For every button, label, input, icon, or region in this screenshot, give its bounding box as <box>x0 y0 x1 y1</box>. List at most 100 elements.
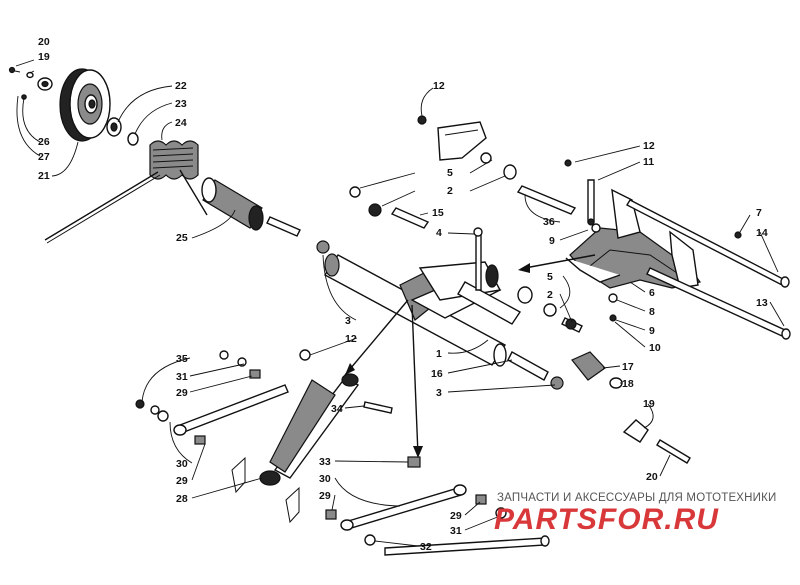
label-26: 26 <box>38 136 50 148</box>
label-12-right: 12 <box>643 140 655 152</box>
label-2-lower: 2 <box>547 289 553 301</box>
label-11: 11 <box>643 156 654 168</box>
watermark-logo: PARTSFOR.RU <box>494 503 719 536</box>
bushing-33 <box>407 456 421 468</box>
bushing-5-c <box>543 303 557 317</box>
label-12-top: 12 <box>433 80 445 92</box>
watermark-caption: ЗАПЧАСТИ И АКСЕССУАРЫ ДЛЯ МОТОТЕХНИКИ <box>497 492 777 504</box>
clip-right <box>285 486 300 524</box>
bushing-3-lower <box>550 376 564 390</box>
pin-15 <box>390 207 430 229</box>
label-31-right: 31 <box>450 525 462 537</box>
label-36: 36 <box>543 216 555 228</box>
label-3-lower: 3 <box>436 387 442 399</box>
label-30-mid: 30 <box>319 473 331 485</box>
washer-8 <box>608 293 618 303</box>
lower-link-right <box>344 487 462 530</box>
nut-9 <box>609 314 617 322</box>
part-number-labels: 20 19 26 27 21 22 23 24 25 12 5 2 15 4 3… <box>38 36 768 553</box>
bushing-2-b <box>503 164 517 180</box>
bushing-2-a <box>368 203 382 217</box>
pin-small <box>266 216 301 237</box>
bushing-29-d <box>475 494 487 505</box>
label-20-top: 20 <box>38 36 50 48</box>
tube-16 <box>507 351 549 381</box>
label-15: 15 <box>432 207 444 219</box>
leader-lines <box>15 59 785 547</box>
idler-wheel-21 <box>59 68 111 142</box>
label-23: 23 <box>175 98 187 110</box>
label-18: 18 <box>622 378 634 390</box>
label-29-right: 29 <box>450 510 462 522</box>
label-31-left: 31 <box>176 371 188 383</box>
label-8: 8 <box>649 306 655 318</box>
nut-12-right <box>564 159 572 167</box>
bushing-29-a <box>249 369 261 379</box>
shock-absorber-28 <box>259 373 360 486</box>
label-12-mid: 12 <box>345 333 357 345</box>
bushing-5-a <box>349 186 361 198</box>
label-33: 33 <box>319 456 331 468</box>
bushing-29-b <box>194 435 206 445</box>
mount-bracket-12 <box>417 115 487 161</box>
idler-wheel-assembly <box>8 66 330 254</box>
label-1: 1 <box>436 348 442 360</box>
label-29-left: 29 <box>176 387 188 399</box>
nut-7 <box>734 231 742 239</box>
label-24: 24 <box>175 117 187 129</box>
label-17: 17 <box>622 361 634 373</box>
label-35: 35 <box>176 353 188 365</box>
label-2-upper: 2 <box>447 185 453 197</box>
bolt-34 <box>363 401 393 414</box>
label-29-left-b: 29 <box>176 475 188 487</box>
bushing-5-b <box>480 152 492 164</box>
label-20-right: 20 <box>646 471 658 483</box>
label-9-upper: 9 <box>549 235 555 247</box>
nut-19-top <box>26 71 34 79</box>
label-5-upper: 5 <box>447 167 453 179</box>
pin-36 <box>516 185 577 215</box>
label-13: 13 <box>756 297 768 309</box>
label-22: 22 <box>175 80 187 92</box>
clip-left <box>231 456 246 494</box>
label-14: 14 <box>756 227 768 239</box>
spacer-23 <box>127 132 139 146</box>
bolt-4 <box>475 231 482 291</box>
assembly-arrows <box>344 254 596 458</box>
label-9-lower: 9 <box>649 325 655 337</box>
bushing-3-upper <box>316 240 330 254</box>
label-29-mid: 29 <box>319 490 331 502</box>
label-5-lower: 5 <box>547 271 553 283</box>
label-6: 6 <box>649 287 655 299</box>
spacer-35 <box>219 350 229 360</box>
label-19-top: 19 <box>38 51 50 63</box>
label-10: 10 <box>649 342 661 354</box>
label-30-left: 30 <box>176 458 188 470</box>
washer-31-b <box>495 507 507 519</box>
label-16: 16 <box>431 368 443 380</box>
torsion-spring-24 <box>44 140 208 244</box>
label-3-upper: 3 <box>345 315 351 327</box>
washer-left <box>135 399 145 409</box>
bracket-17 <box>571 351 606 381</box>
label-27: 27 <box>38 151 50 163</box>
label-32: 32 <box>420 541 432 553</box>
shock-link-assembly <box>135 349 550 556</box>
rear-bracket-assembly <box>564 159 791 464</box>
upper-link-left <box>178 384 289 433</box>
bolt-32 <box>384 537 546 556</box>
bolt-20-top <box>8 66 21 74</box>
label-21: 21 <box>38 170 50 182</box>
bushing-29-c <box>325 509 337 520</box>
label-7: 7 <box>756 207 762 219</box>
spacer-tube-25 <box>201 177 264 231</box>
label-4: 4 <box>436 227 442 239</box>
label-19-right: 19 <box>643 398 655 410</box>
bolt-20-right <box>656 439 691 464</box>
label-34: 34 <box>331 403 343 415</box>
bolt-11 <box>587 179 595 223</box>
label-28: 28 <box>176 493 188 505</box>
label-25: 25 <box>176 232 188 244</box>
plate-19-right <box>622 419 649 443</box>
